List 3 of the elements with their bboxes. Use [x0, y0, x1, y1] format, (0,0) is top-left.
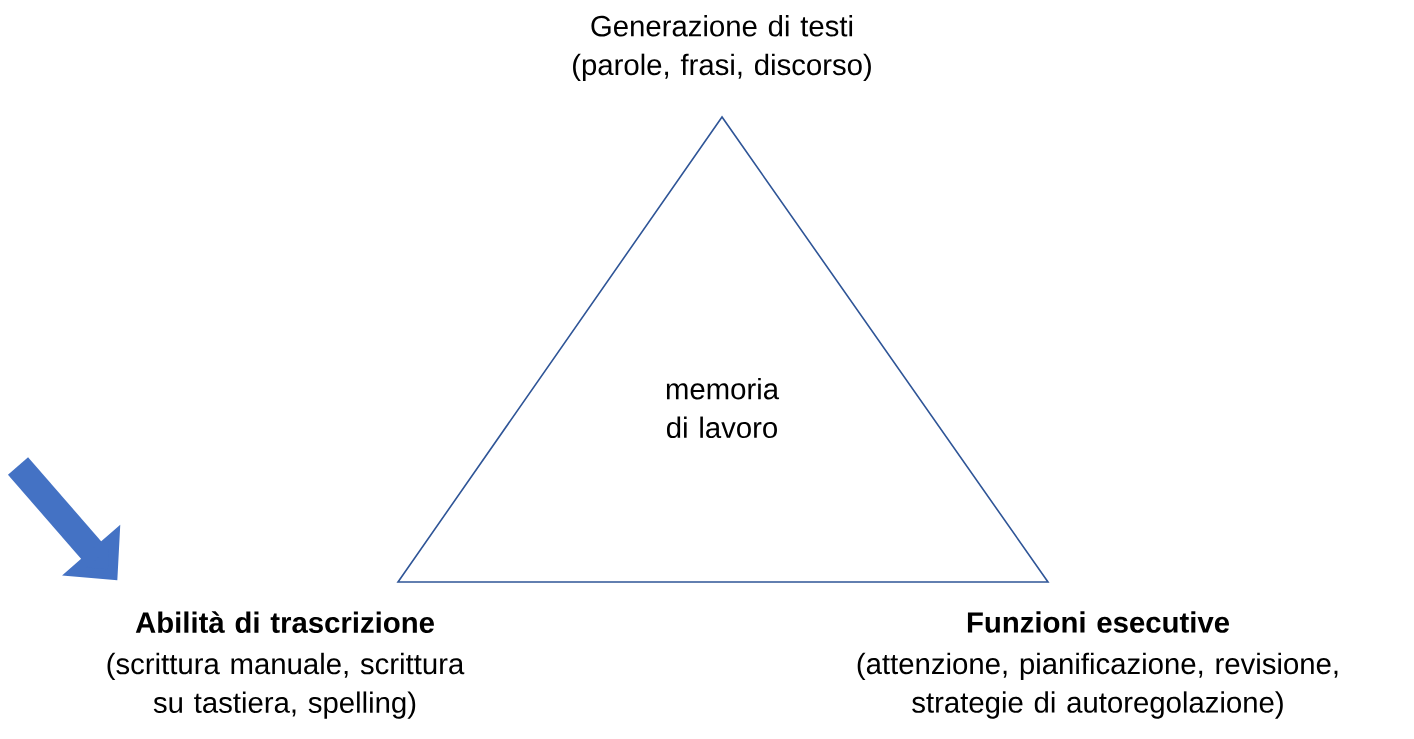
text-label: Generazione di testi (parole, frasi, discorso): [573, 15, 871, 81]
text-label: Abilità di trascrizione (scrittura manuale, scrittura su tastiera, spelling): [107, 611, 465, 719]
text-label: Funzioni esecutive (attenzione, pianificazione, revisione, strategie di autoregolazione): [857, 611, 1338, 719]
